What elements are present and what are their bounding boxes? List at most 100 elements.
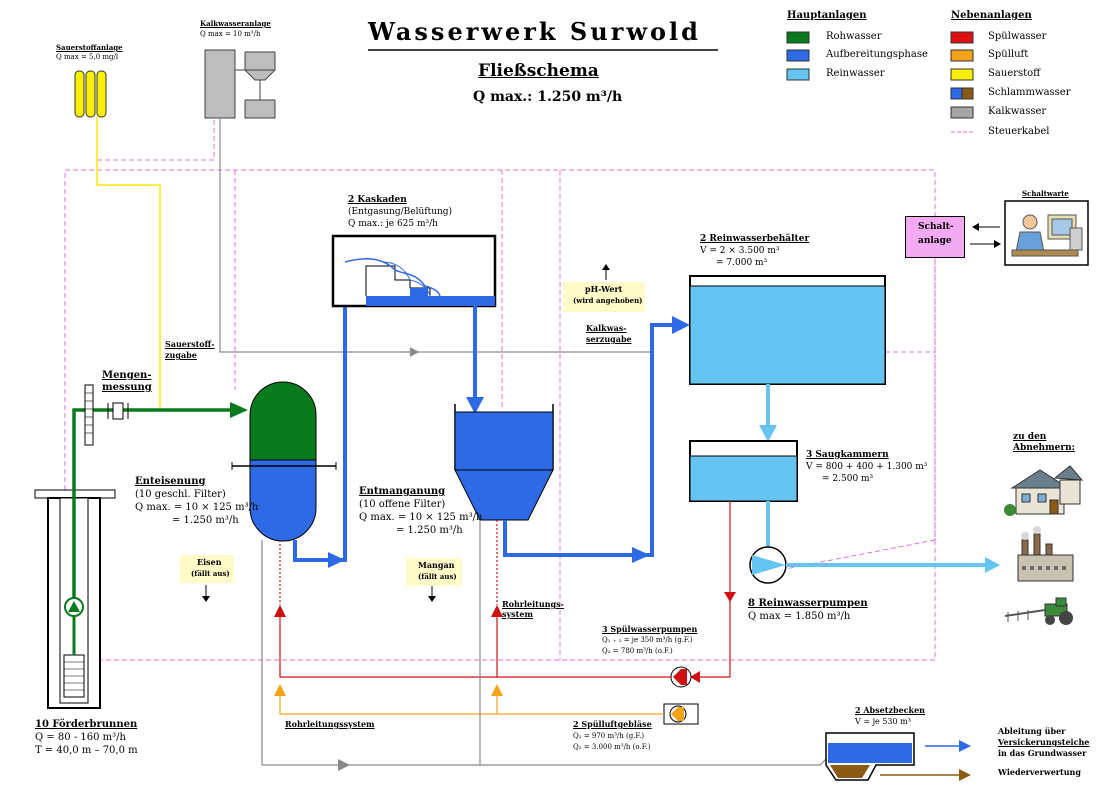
page-title: Wasserwerk Surwold <box>368 17 701 46</box>
control-room-title: Schaltwarte <box>1022 189 1069 198</box>
consumers-label-2: Abnehmern: <box>1013 443 1075 453</box>
air-blowers-q1: Q₁ = 970 m³/h (g.F.) <box>573 732 645 740</box>
wells-depth: T = 40,0 m – 70,0 m <box>35 745 138 756</box>
rinse-pumps-q2: Q₃ = 780 m³/h (o.F.) <box>602 647 673 655</box>
clean-tank-v1: V = 2 × 3.500 m³ <box>700 246 780 256</box>
legend-item-schlammwasser: Schlammwasser <box>988 87 1071 98</box>
iron-removal-filter <box>231 381 337 542</box>
clean-tank-title: 2 Reinwasserbehälter <box>700 234 810 244</box>
treatment-line-1 <box>293 265 347 562</box>
clean-tank-v2: = 7.000 m³ <box>716 258 768 268</box>
air-blowers-q2: Q₂ = 3.000 m³/h (o.F.) <box>573 743 651 751</box>
pipe-system-label-1: Rohrleitungs- <box>502 599 564 609</box>
settling-basin-title: 2 Absetzbecken <box>855 705 925 715</box>
switch-gear-label-1: Schalt- <box>918 222 954 232</box>
flow-meter-label-1: Mengen- <box>102 370 152 381</box>
manganese-removal-filter <box>454 404 554 521</box>
legend-item-kalkwasser: Kalkwasser <box>988 106 1047 117</box>
control-cables <box>64 120 936 661</box>
suction-chambers-v1: V = 800 + 400 + 1.300 m³ <box>806 462 928 472</box>
cascades-title: 2 Kaskaden <box>348 195 407 205</box>
iron-note-sub: (fällt aus) <box>191 569 230 578</box>
discharge-label-3: in das Grundwasser <box>998 748 1087 758</box>
legend-item-reinwasser: Reinwasser <box>826 68 885 79</box>
ph-label: pH-Wert <box>585 284 623 294</box>
cascades-sub: (Entgasung/Belüftung) <box>348 207 453 217</box>
flow-meter-label-2: messung <box>102 382 152 393</box>
oxygen-plant-q: Q max = 5,0 mg/l <box>56 53 119 61</box>
treatment-line-2 <box>503 323 680 557</box>
discharge-label-1: Ableitung über <box>998 726 1066 736</box>
settling-basin <box>825 732 915 781</box>
lime-plant-q: Q max = 10 m³/h <box>200 30 261 38</box>
oxygen-line <box>96 117 161 410</box>
oxygen-plant <box>74 70 107 118</box>
lime-dosing-label-2: serzugabe <box>586 334 632 344</box>
manganese-note: Mangan (fällt aus) <box>406 558 462 586</box>
manganese-removal-sub: (10 offene Filter) <box>359 499 446 510</box>
lime-plant-title: Kalkwasseranlage <box>200 19 271 28</box>
legend-swatches <box>786 31 974 133</box>
iron-note: Eisen (fällt aus) <box>180 555 234 583</box>
ph-sub: (wird angehoben) <box>573 296 643 305</box>
rinse-water-line <box>693 501 731 678</box>
wells-title: 10 Förderbrunnen <box>35 719 138 730</box>
legend-item-spuelwasser: Spülwasser <box>988 31 1047 42</box>
clean-water-pumps-title: 8 Reinwasserpumpen <box>748 598 868 609</box>
rinse-pumps-title: 3 Spülwasserpumpen <box>602 624 698 634</box>
consumer-houses-icon <box>1004 465 1084 516</box>
iron-removal-q2: = 1.250 m³/h <box>172 515 239 526</box>
legend-item-spuelluft: Spülluft <box>988 49 1029 60</box>
cascades <box>331 234 497 308</box>
iron-note-label: Eisen <box>197 557 222 567</box>
settling-basin-v: V = je 530 m³ <box>855 717 911 726</box>
pipe-system-label-2: system <box>502 609 533 619</box>
iron-removal-q1: Q max. = 10 × 125 m³/h <box>135 502 259 513</box>
switch-gear-label-2: anlage <box>918 236 952 246</box>
manganese-note-sub: (fällt aus) <box>418 572 457 581</box>
oxygen-dosing-label-2: zugabe <box>165 350 197 360</box>
suction-chambers-v2: = 2.500 m³ <box>822 474 874 484</box>
legend-item-rohwasser: Rohwasser <box>826 31 882 42</box>
raw-water-line <box>72 408 240 600</box>
lime-dosing-label-1: Kalkwas- <box>586 323 627 333</box>
iron-removal-sub: (10 geschl. Filter) <box>135 489 226 500</box>
legend-main-header: Hauptanlagen <box>787 10 867 21</box>
suction-chambers-title: 3 Saugkammern <box>806 450 889 460</box>
ph-note: pH-Wert (wird angehoben) <box>563 282 645 312</box>
suction-chambers <box>689 440 798 502</box>
control-room-picture <box>1004 200 1089 266</box>
rinse-air-line <box>279 690 664 715</box>
air-blowers-title: 2 Spülluftgebläse <box>573 719 652 729</box>
iron-removal-title: Enteisenung <box>135 476 206 487</box>
industry-icon <box>1017 526 1074 582</box>
reuse-label: Wiederverwertung <box>998 767 1081 777</box>
consumers-label-1: zu den <box>1013 432 1047 442</box>
pipe-system-label-bottom: Rohrleitungssystem <box>285 719 375 729</box>
legend-item-steuerkabel: Steuerkabel <box>988 126 1050 137</box>
discharge-label-2: Versickerungsteiche <box>998 737 1090 747</box>
rinse-pumps-q1: Q₁ ₊ ₂ = je 350 m³/h (g.F.) <box>602 636 693 644</box>
manganese-removal-q1: Q max. = 10 × 125 m³/h <box>359 512 483 523</box>
legend-item-aufbereitung: Aufbereitungsphase <box>826 49 928 60</box>
max-flow-label: Q max.: 1.250 m³/h <box>473 89 623 105</box>
clean-water-pumps-q: Q max = 1.850 m³/h <box>748 611 851 622</box>
wells-q: Q = 80 - 160 m³/h <box>35 732 126 743</box>
legend-side-header: Nebenanlagen <box>951 10 1032 21</box>
lime-water-line <box>219 118 650 353</box>
clean-water-tank <box>689 275 886 385</box>
switch-gear-box: Schalt- anlage <box>905 216 965 258</box>
oxygen-plant-title: Sauerstoffanlage <box>56 43 123 52</box>
manganese-removal-title: Entmanganung <box>359 486 446 497</box>
manganese-removal-q2: = 1.250 m³/h <box>396 525 463 536</box>
flow-meter <box>84 384 129 446</box>
cascades-q: Q max.: je 625 m³/h <box>348 219 438 229</box>
oxygen-dosing-label-1: Sauerstoff- <box>165 339 215 349</box>
legend-item-sauerstoff: Sauerstoff <box>988 68 1041 79</box>
manganese-note-label: Mangan <box>418 560 455 570</box>
tractor-icon <box>1004 597 1073 625</box>
page-subtitle: Fließschema <box>478 61 599 81</box>
lime-water-plant <box>204 49 277 119</box>
